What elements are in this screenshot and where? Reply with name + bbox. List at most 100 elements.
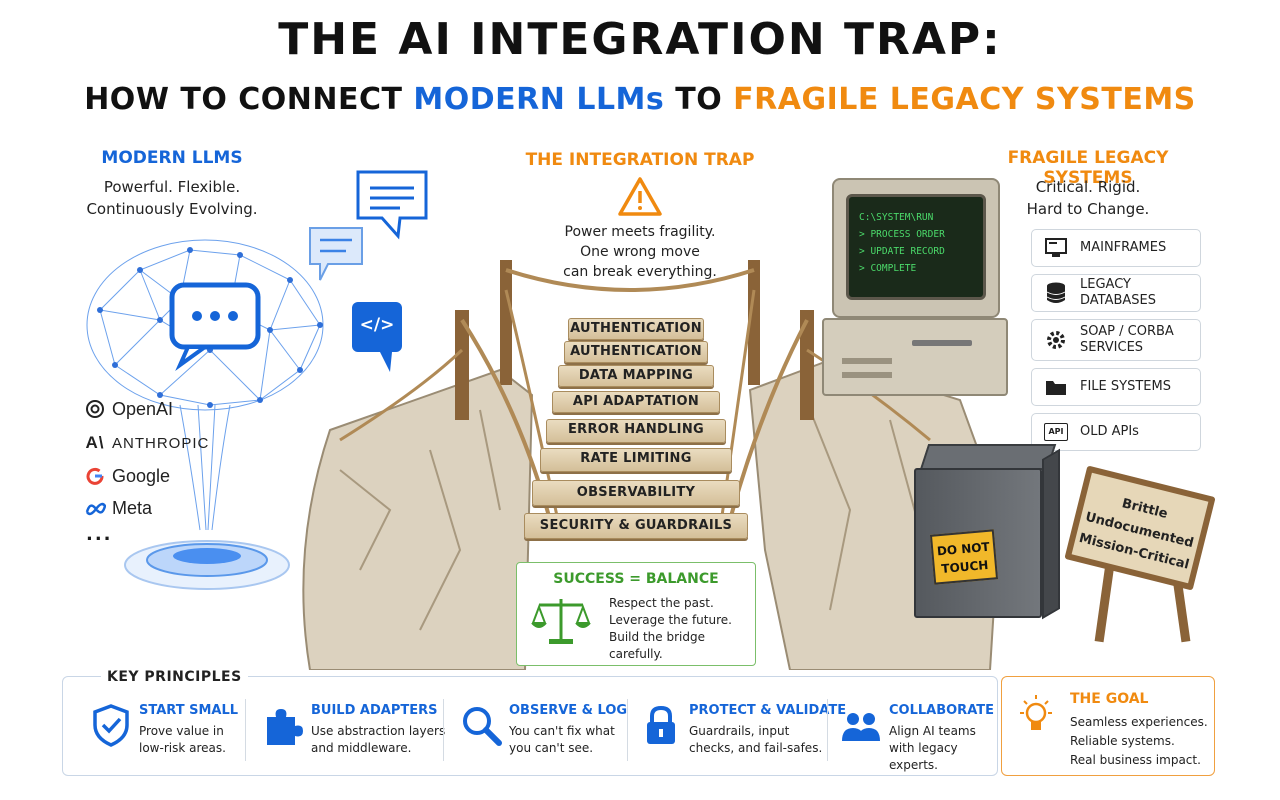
page-subtitle: HOW TO CONNECT MODERN LLMs TO FRAGILE LE… bbox=[0, 82, 1280, 117]
google-icon bbox=[84, 465, 106, 487]
legacy-item-soap: SOAP / CORBA SERVICES bbox=[1031, 319, 1201, 361]
goal-line: Reliable systems. bbox=[1070, 734, 1175, 748]
bridge-plank: RATE LIMITING bbox=[540, 448, 732, 472]
bridge-plank: AUTHENTICATION bbox=[564, 341, 708, 363]
principles-heading: KEY PRINCIPLES bbox=[101, 669, 248, 685]
success-heading: SUCCESS = BALANCE bbox=[553, 571, 719, 587]
page-title: THE AI INTEGRATION TRAP: bbox=[278, 14, 1002, 65]
legacy-computer: C:\SYSTEM\RUN > PROCESS ORDER > UPDATE R… bbox=[822, 178, 1018, 398]
wooden-sign: Brittle Undocumented Mission-Critical bbox=[1064, 465, 1218, 643]
neural-brain-illustration bbox=[86, 239, 324, 590]
subtitle-part-2: TO bbox=[664, 82, 734, 117]
code-glyph: </> bbox=[359, 315, 395, 335]
subtitle-legacy: FRAGILE LEGACY SYSTEMS bbox=[733, 82, 1196, 117]
goal-text: Seamless experiences. Reliable systems. … bbox=[1070, 713, 1208, 770]
success-line: carefully. bbox=[609, 647, 663, 661]
message-bubble-icon bbox=[309, 227, 363, 281]
principle-observe-log: OBSERVE & LOG You can't fix what you can… bbox=[459, 697, 639, 767]
openai-icon bbox=[84, 398, 106, 420]
goal-panel: THE GOAL Seamless experiences. Reliable … bbox=[1001, 676, 1215, 776]
bridge-plank: API ADAPTATION bbox=[552, 391, 720, 413]
bridge-plank: ERROR HANDLING bbox=[546, 419, 726, 443]
terminal-line: > UPDATE RECORD bbox=[859, 246, 945, 257]
success-text: Respect the past. Leverage the future. B… bbox=[609, 595, 732, 663]
principle-start-small: START SMALL Prove value in low-risk area… bbox=[89, 697, 259, 767]
principle-title: OBSERVE & LOG bbox=[509, 703, 628, 718]
warning-line: TOUCH bbox=[940, 557, 989, 576]
brand-anthropic: A\ ANTHROPIC bbox=[84, 432, 209, 454]
brand-openai: OpenAI bbox=[84, 398, 173, 420]
goal-line: Seamless experiences. bbox=[1070, 715, 1208, 729]
legacy-item-databases: LEGACY DATABASES bbox=[1031, 274, 1201, 312]
magnifier-icon bbox=[463, 707, 502, 746]
shield-check-icon bbox=[93, 704, 129, 747]
trap-sub-3: can break everything. bbox=[563, 264, 717, 280]
legacy-item-apis: API OLD APIs bbox=[1031, 413, 1201, 451]
principle-build-adapters: BUILD ADAPTERS Use abstraction layers an… bbox=[261, 697, 445, 767]
legacy-item-label: FILE SYSTEMS bbox=[1080, 379, 1171, 394]
team-icon bbox=[842, 713, 880, 741]
llms-sub-1: Powerful. Flexible. bbox=[103, 178, 241, 196]
principle-title: START SMALL bbox=[139, 703, 239, 718]
success-line: Leverage the future. bbox=[609, 613, 732, 627]
principle-text: Prove value in low-risk areas. bbox=[139, 724, 226, 755]
goal-heading: THE GOAL bbox=[1070, 691, 1149, 707]
principle-collaborate: COLLABORATE Align AI teams with legacy e… bbox=[839, 697, 997, 772]
api-icon: API bbox=[1044, 423, 1068, 441]
subtitle-llms: MODERN LLMs bbox=[413, 82, 665, 117]
bridge-plank: OBSERVABILITY bbox=[532, 480, 740, 506]
bridge-plank: DATA MAPPING bbox=[558, 365, 714, 387]
subtitle-part-1: HOW TO CONNECT bbox=[84, 82, 414, 117]
llms-sub-2: Continuously Evolving. bbox=[86, 200, 258, 218]
llms-heading: MODERN LLMS bbox=[101, 148, 243, 168]
trap-sub-1: Power meets fragility. bbox=[564, 224, 716, 240]
legacy-sub-1: Critical. Rigid. bbox=[1035, 178, 1141, 196]
brand-meta: Meta bbox=[84, 497, 152, 519]
warning-icon bbox=[618, 177, 662, 216]
principle-divider bbox=[827, 699, 828, 761]
anthropic-icon: A\ bbox=[85, 433, 105, 452]
bridge-plank: SECURITY & GUARDRAILS bbox=[524, 513, 748, 539]
legacy-item-files: FILE SYSTEMS bbox=[1031, 368, 1201, 406]
legacy-item-mainframes: MAINFRAMES bbox=[1031, 229, 1201, 267]
bridge-illustration bbox=[302, 260, 1002, 670]
success-box: SUCCESS = BALANCE Respect the past. Leve… bbox=[516, 562, 756, 666]
meta-icon bbox=[84, 497, 106, 519]
legacy-server: DO NOT TOUCH bbox=[914, 444, 1064, 624]
principle-text: Guardrails, input checks, and fail-safes… bbox=[689, 724, 823, 755]
legacy-heading: FRAGILE LEGACY SYSTEMS bbox=[1007, 148, 1169, 188]
database-icon bbox=[1044, 281, 1068, 305]
brand-label: OpenAI bbox=[112, 398, 174, 419]
principle-text: Use abstraction layers and middleware. bbox=[311, 724, 446, 755]
legacy-item-label: MAINFRAMES bbox=[1080, 240, 1167, 255]
sign-text: Brittle Undocumented Mission-Critical bbox=[1064, 465, 1216, 591]
principle-title: COLLABORATE bbox=[889, 703, 994, 718]
principle-divider bbox=[443, 699, 444, 761]
terminal-line: > PROCESS ORDER bbox=[859, 229, 945, 240]
gear-icon bbox=[1044, 328, 1068, 352]
principle-title: PROTECT & VALIDATE bbox=[689, 703, 847, 718]
lock-icon bbox=[647, 705, 675, 744]
principle-text: You can't fix what you can't see. bbox=[509, 724, 615, 755]
code-icon: </> bbox=[352, 302, 402, 372]
trap-sub-2: One wrong move bbox=[580, 244, 700, 260]
do-not-touch-label: DO NOT TOUCH bbox=[929, 529, 999, 585]
legacy-item-label: SOAP / CORBA SERVICES bbox=[1080, 324, 1174, 355]
principle-title: BUILD ADAPTERS bbox=[311, 703, 438, 718]
brand-label: Meta bbox=[112, 497, 153, 518]
terminal-line: C:\SYSTEM\RUN bbox=[859, 212, 934, 223]
legacy-item-label: LEGACY DATABASES bbox=[1080, 277, 1157, 308]
brand-label: Google bbox=[112, 465, 171, 486]
folder-icon bbox=[1044, 375, 1068, 399]
principle-divider bbox=[245, 699, 246, 761]
bridge-plank: AUTHENTICATION bbox=[568, 318, 704, 340]
puzzle-icon bbox=[267, 709, 303, 745]
principle-protect-validate: PROTECT & VALIDATE Guardrails, input che… bbox=[639, 697, 846, 767]
key-principles-panel: KEY PRINCIPLES START SMALL Prove value i… bbox=[62, 669, 998, 776]
success-line: Build the bridge bbox=[609, 630, 705, 644]
lightbulb-icon bbox=[1020, 695, 1052, 730]
goal-line: Real business impact. bbox=[1070, 753, 1201, 767]
principle-divider bbox=[627, 699, 628, 761]
balance-scale-icon bbox=[531, 599, 591, 644]
chat-bubble-icon bbox=[356, 170, 428, 240]
